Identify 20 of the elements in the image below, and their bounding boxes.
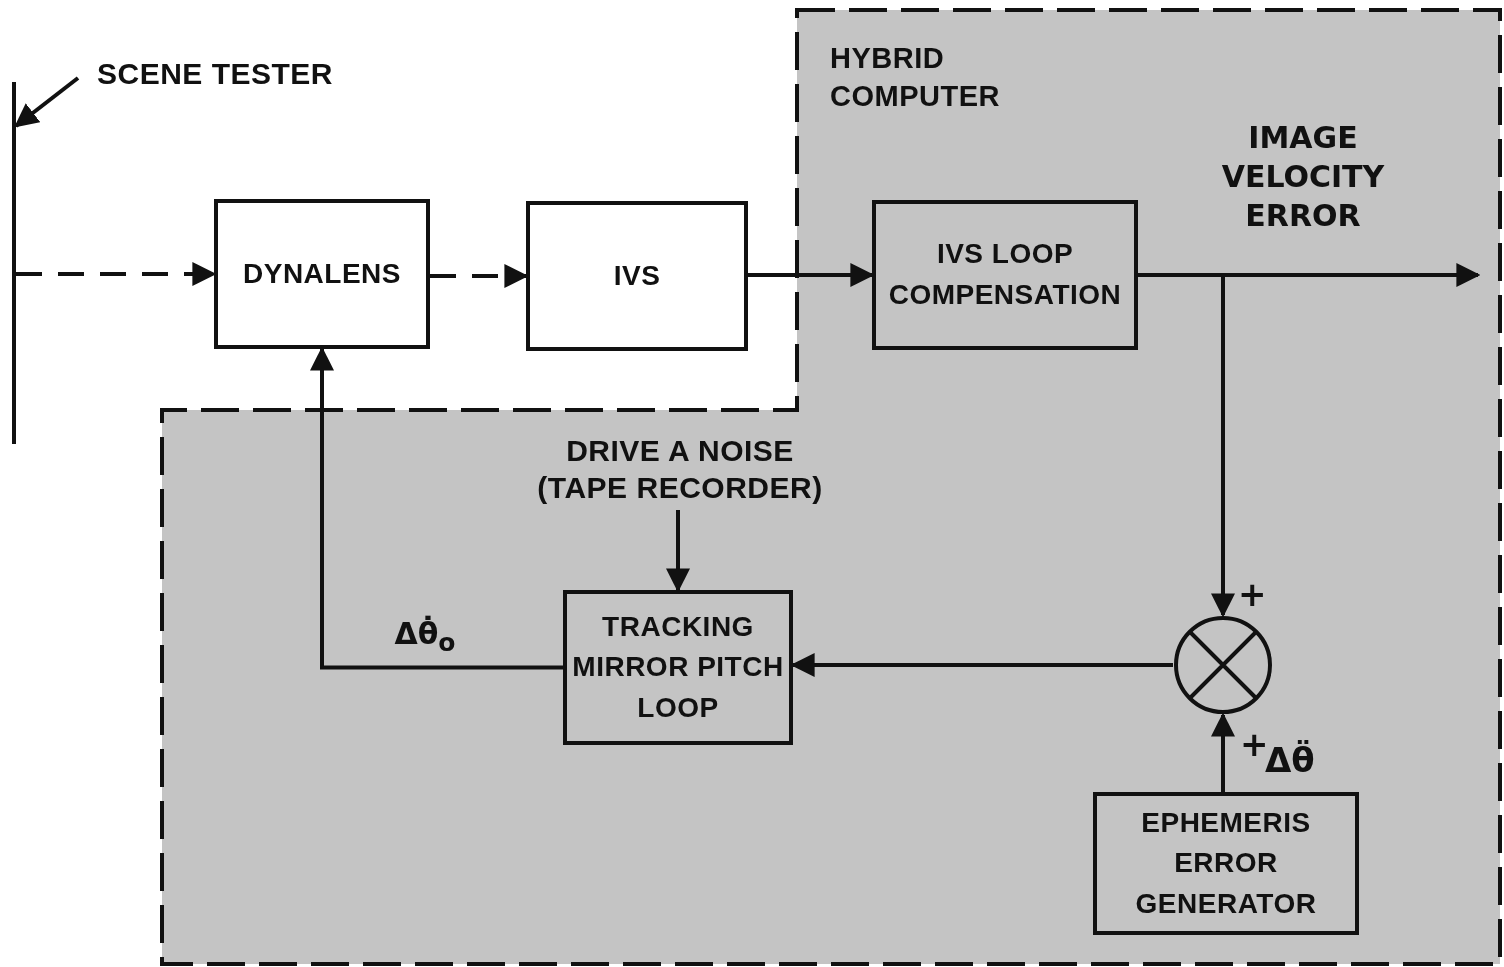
edge-label: IMAGE VELOCITY ERROR xyxy=(1220,119,1386,235)
process-box: IVS xyxy=(526,201,748,351)
leader-arrow xyxy=(14,76,80,128)
arrow xyxy=(790,653,1173,677)
input-label: DRIVE A NOISE (TAPE RECORDER) xyxy=(536,432,824,506)
arrow xyxy=(1138,273,1235,618)
plus-sign: + xyxy=(1238,573,1267,616)
process-box: IVS LOOP COMPENSATION xyxy=(872,200,1138,350)
arrow xyxy=(666,510,690,593)
process-box: EPHEMERIS ERROR GENERATOR xyxy=(1093,792,1359,935)
label-text: SCENE TESTER xyxy=(96,56,333,93)
arrow xyxy=(748,263,875,287)
arrow xyxy=(16,262,217,286)
arrow xyxy=(310,346,563,670)
arrow xyxy=(430,264,529,288)
region-title: HYBRID COMPUTER xyxy=(830,41,1001,114)
process-box: TRACKING MIRROR PITCH LOOP xyxy=(563,590,793,745)
arrow xyxy=(1211,712,1235,792)
process-box: DYNALENS xyxy=(214,199,430,349)
edge-label: Δθ̇$_{o}$ xyxy=(393,614,457,659)
